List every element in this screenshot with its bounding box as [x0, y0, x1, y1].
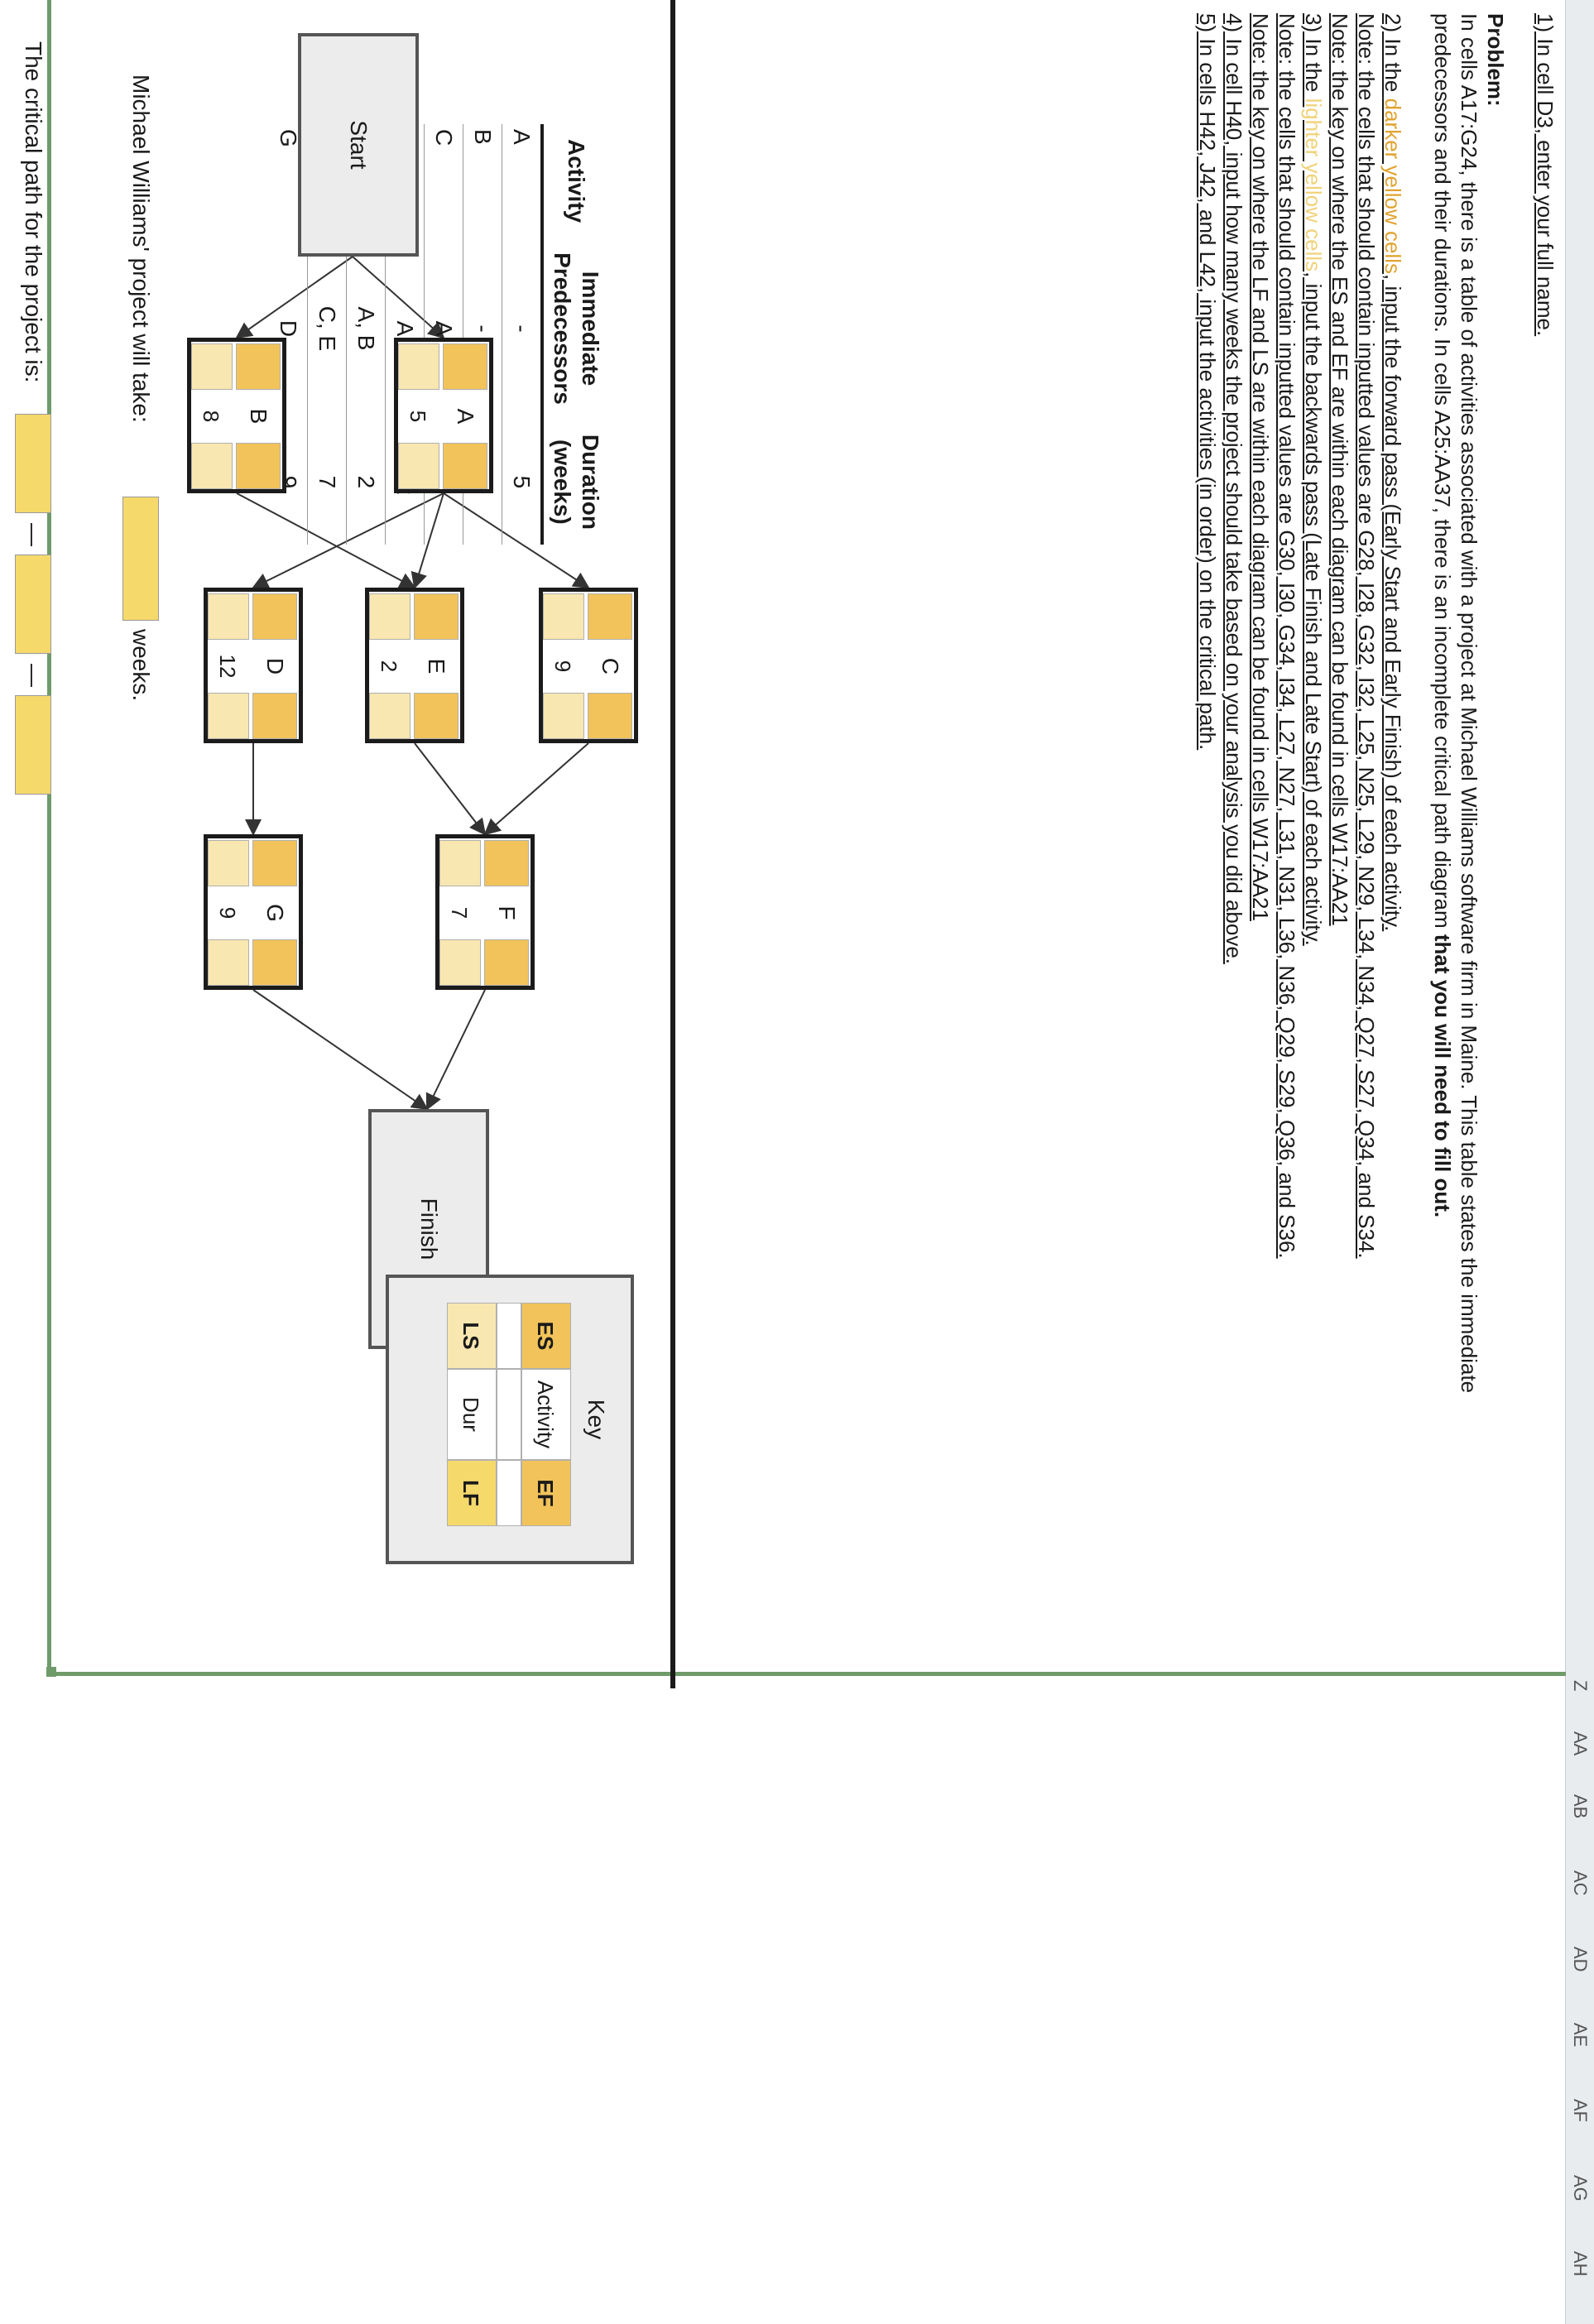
- arrow-f-to-finish: [425, 989, 486, 1111]
- arrow-a-to-e: [411, 492, 444, 589]
- arrow-a-to-d: [252, 492, 444, 588]
- arrow-start-to-b: [235, 256, 353, 339]
- arrow-e-to-f: [414, 742, 487, 836]
- arrow-start-to-a: [352, 256, 445, 339]
- arrow-a-to-c: [443, 492, 590, 589]
- arrow-g-to-finish: [252, 989, 429, 1111]
- arrow-b-to-e: [236, 492, 416, 588]
- arrow-c-to-f: [483, 742, 589, 836]
- diagram-arrows: [235, 256, 590, 1111]
